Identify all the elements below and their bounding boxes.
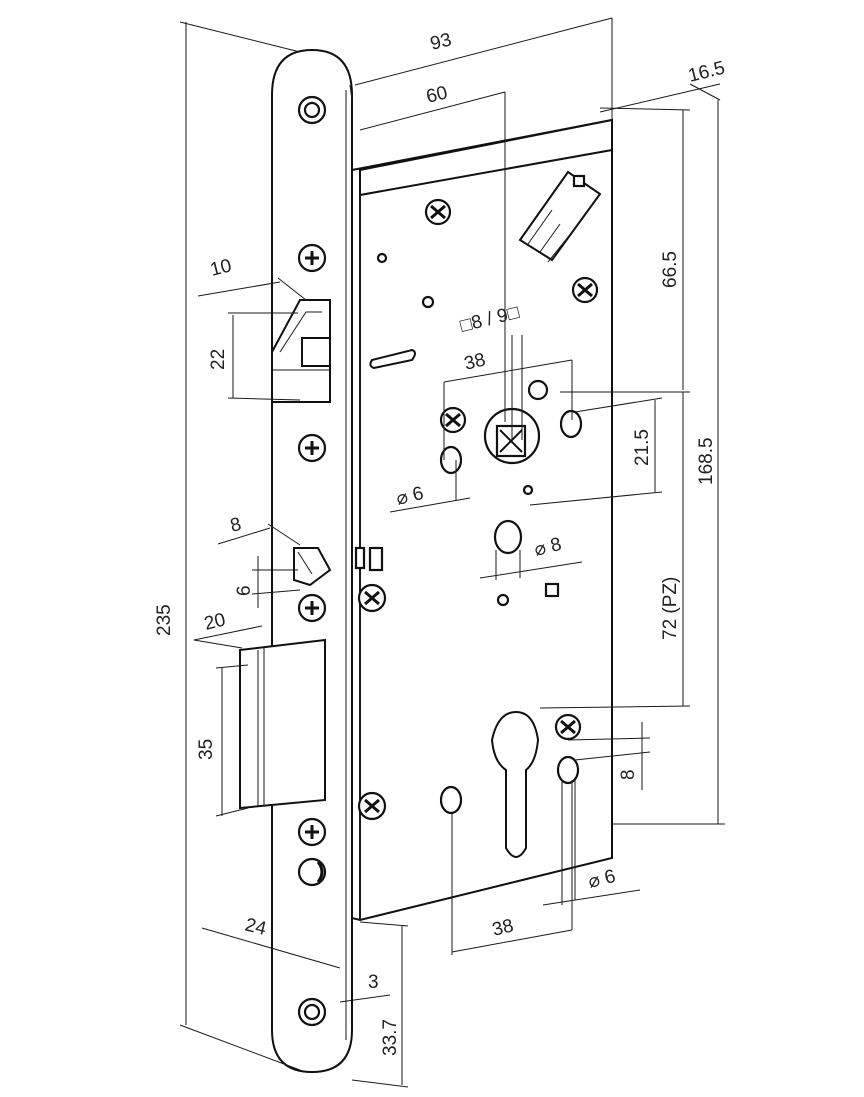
dimension-lines (179, 17, 725, 1088)
dim-235: 235 (154, 604, 175, 636)
case-screw-right (571, 276, 599, 304)
dim-8: 8 (228, 514, 243, 537)
dim-21-5: 21.5 (632, 429, 653, 466)
dim-72-pz: 72 (PZ) (660, 577, 681, 640)
lock-case (351, 118, 613, 922)
dim-dia-6-bottom: ⌀ 6 (586, 866, 618, 893)
case-pin-1 (376, 252, 388, 264)
dim-60: 60 (424, 82, 450, 107)
dim-22: 22 (208, 349, 229, 370)
dim-16-5: 16.5 (686, 58, 727, 87)
faceplate-screw-1 (297, 243, 327, 273)
edge-notch-2 (368, 546, 384, 572)
dim-3: 3 (368, 972, 379, 993)
dim-35: 35 (196, 739, 217, 760)
case-screw-cyl (554, 713, 582, 741)
case-screw-left-mid (439, 406, 467, 434)
case-screw-faceplate-mid (357, 583, 387, 613)
dim-24: 24 (243, 914, 269, 940)
handle-hole-right (559, 409, 583, 439)
dim-33-7: 33.7 (380, 1019, 401, 1056)
dim-38-bottom: 38 (490, 915, 516, 940)
dim-8-small: 8 (618, 769, 639, 780)
faceplate-bottom-hole (297, 997, 327, 1027)
faceplate-screw-3 (297, 593, 327, 623)
dim-168-5: 168.5 (696, 437, 717, 485)
dim-10: 10 (208, 255, 234, 280)
deadbolt (239, 638, 326, 810)
dim-20: 20 (202, 609, 228, 634)
dim-38-top: 38 (462, 349, 488, 374)
faceplate-screw-4 (297, 817, 327, 847)
microswitch (518, 170, 602, 263)
case-pin-3 (522, 484, 534, 496)
case-slot (369, 348, 416, 370)
case-pin-4 (496, 593, 510, 607)
dim-6: 6 (234, 585, 255, 596)
faceplate-screw-2 (297, 433, 327, 463)
dim-93: 93 (428, 29, 454, 54)
cylinder-cutout (490, 710, 540, 858)
faceplate-top-hole (297, 95, 327, 125)
cylinder-hole-right (556, 755, 580, 785)
faceplate-screw-5 (297, 857, 327, 887)
case-square-hole (544, 582, 560, 598)
case-screw-top (424, 198, 452, 226)
case-screw-bottom-left (357, 791, 387, 821)
auxiliary-latch (293, 547, 332, 587)
cylinder-hole-left (439, 785, 463, 815)
dim-66-5: 66.5 (660, 251, 681, 288)
case-pin-2 (421, 295, 435, 309)
edge-notch-1 (354, 546, 366, 570)
spindle-hole-8 (493, 519, 523, 555)
latch-bolt (271, 299, 331, 403)
